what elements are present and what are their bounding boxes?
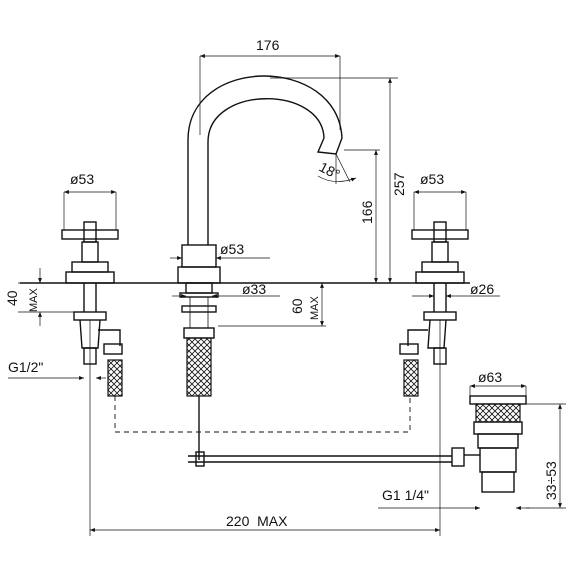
dim-side-shank-label: ø26 — [470, 281, 494, 297]
dim-deck-thickness-value: 40 — [4, 290, 20, 306]
dim-left-handle-label: ø53 — [70, 171, 94, 187]
spout — [177, 75, 343, 460]
dim-spout-base-label: ø53 — [220, 241, 244, 257]
dim-under-deck — [218, 283, 326, 327]
dim-left-handle — [63, 190, 117, 230]
waste-assembly — [451, 395, 527, 493]
dim-spout-reach — [199, 54, 341, 135]
dim-spout-angle-label: 18° — [317, 159, 343, 183]
dim-overall-width-label: 220 MAX — [226, 513, 288, 529]
spout-angle-mark — [317, 153, 357, 184]
dim-spout-reach-label: 176 — [256, 37, 280, 53]
hose-path — [114, 396, 411, 433]
dim-waste-height-label: 33÷53 — [543, 461, 559, 500]
dim-waste-diameter-label: ø63 — [478, 369, 502, 385]
dim-spout-height — [344, 149, 380, 283]
dim-right-handle-label: ø53 — [420, 171, 444, 187]
dim-spout-height-label: 166 — [359, 200, 375, 224]
dim-deck-thickness-unit: MAX — [28, 288, 40, 313]
dim-total-height — [270, 77, 398, 283]
dim-under-deck-unit: MAX — [309, 296, 321, 321]
dim-deck-thickness — [18, 268, 76, 326]
dim-right-handle — [413, 190, 467, 230]
dim-inlet-thread-label: G1/2" — [8, 359, 43, 375]
dim-overall-width — [89, 320, 441, 536]
dim-waste-height — [526, 403, 566, 509]
dim-total-height-label: 257 — [391, 172, 407, 196]
right-valve — [399, 221, 469, 397]
dim-waste-thread-label: G1 1/4" — [382, 487, 429, 503]
dim-under-deck-value: 60 — [289, 298, 305, 314]
pop-up-rod — [188, 451, 452, 467]
dim-center-shank-label: ø33 — [242, 281, 266, 297]
dim-waste-diameter — [469, 384, 527, 396]
left-valve — [61, 221, 123, 397]
